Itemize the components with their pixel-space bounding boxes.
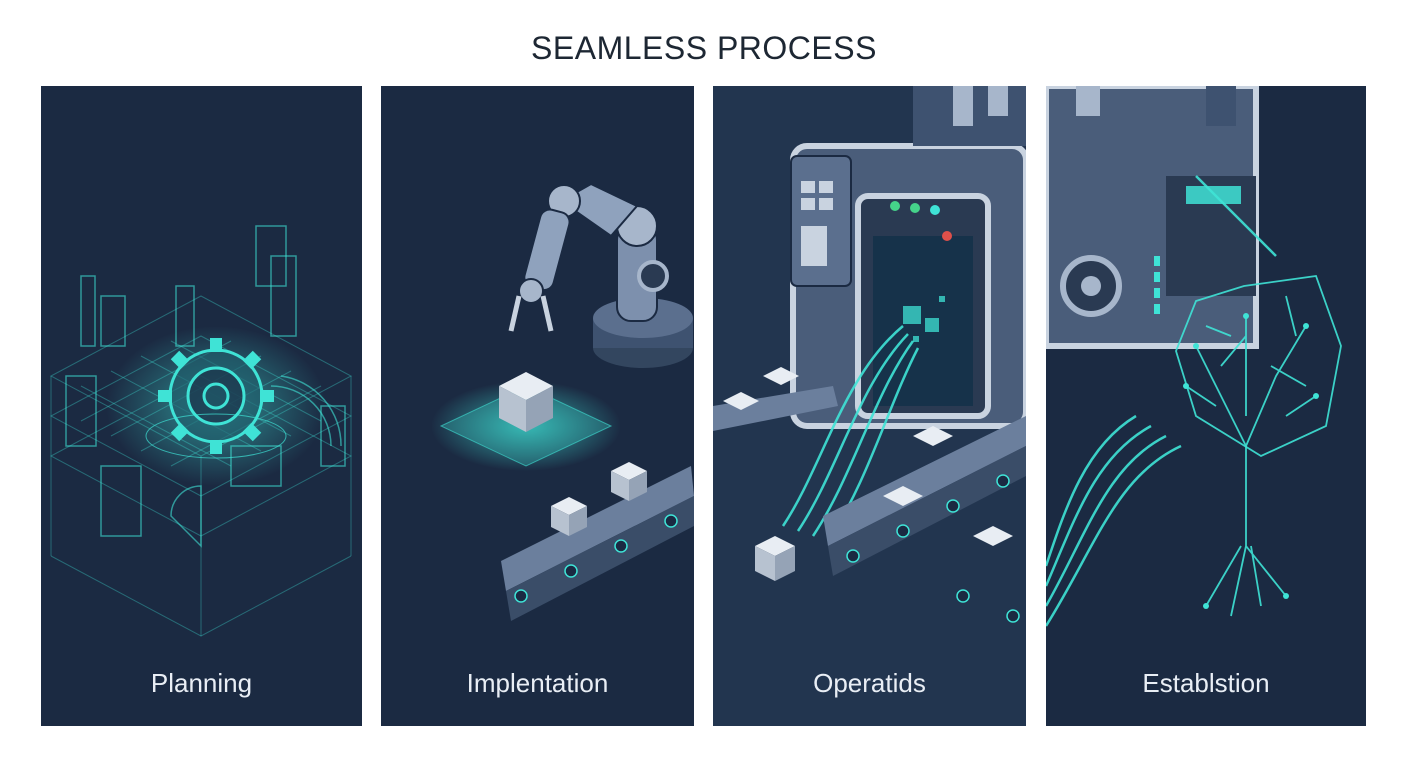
- robotic-arm-conveyor-icon: [431, 182, 694, 621]
- panel-label-establstion: Establstion: [1142, 668, 1270, 698]
- panel-planning: Planning: [41, 86, 362, 726]
- page-title: SEAMLESS PROCESS: [531, 30, 877, 66]
- panel-label-implentation: Implentation: [466, 668, 609, 698]
- panel-label-planning: Planning: [150, 668, 253, 698]
- panel-operatids: Operatids: [713, 86, 1026, 726]
- panel-establstion: Establstion: [1046, 86, 1366, 726]
- machine-conveyor-icon: [713, 86, 1026, 623]
- panel-implentation: Implentation: [381, 86, 694, 726]
- panel-label-operatids: Operatids: [813, 668, 926, 698]
- holographic-gear-blueprint-icon: [49, 225, 353, 637]
- circuit-tree-icon: [1046, 86, 1342, 627]
